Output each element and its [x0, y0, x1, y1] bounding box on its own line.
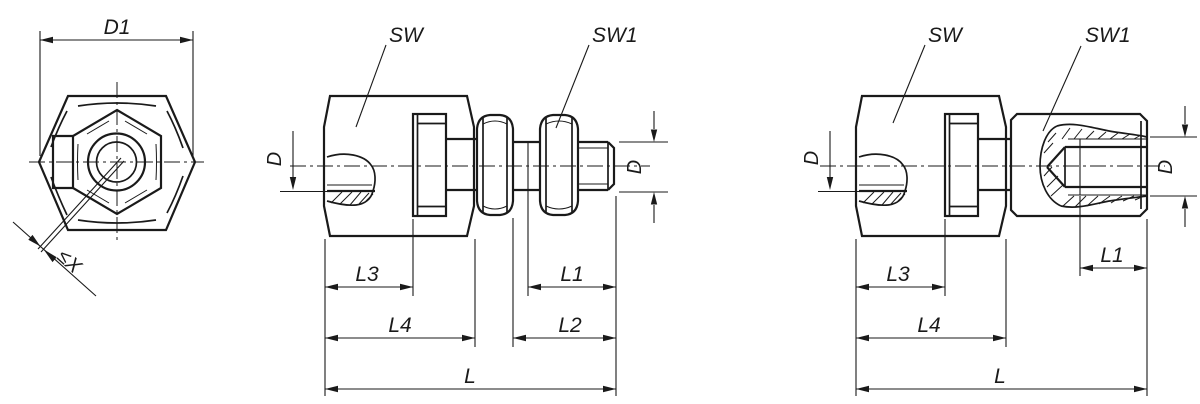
arrowhead — [180, 36, 193, 44]
slot-edge — [51, 134, 73, 190]
neck — [978, 137, 1010, 192]
dim-l4-label: L4 — [388, 314, 411, 337]
leader-sw: SW — [355, 24, 425, 128]
dim-l-label: L — [994, 365, 1006, 388]
arrowhead — [650, 129, 658, 142]
hatching — [1043, 132, 1064, 197]
dim-d-left-label: D — [801, 151, 823, 165]
drill-cone — [1046, 146, 1066, 188]
arrowhead — [43, 249, 57, 263]
hatching — [330, 191, 374, 206]
dim-l-label: L — [464, 365, 476, 388]
thread-neck — [513, 140, 540, 192]
wrench-size-sw1-label: SW1 — [1085, 24, 1131, 47]
dim-l3-label: L3 — [886, 263, 910, 286]
thread-major-lines — [1068, 138, 1147, 196]
hex-nut-1 — [475, 113, 515, 217]
length-dimensions: L3 L4 L1 L2 L — [324, 143, 617, 396]
length-dimensions: L3 L4 L1 L — [855, 196, 1148, 396]
arrowhead — [650, 192, 658, 205]
thread-major-circle — [86, 132, 147, 192]
dim-d-right-label: D — [624, 160, 646, 174]
leader-sw: SW — [892, 24, 964, 124]
threaded-stud — [578, 140, 616, 192]
dim-d-left-label: D — [264, 152, 286, 166]
body-outline — [322, 94, 476, 238]
outer-hexagon — [37, 94, 197, 232]
arrowhead — [1181, 124, 1189, 137]
dim-l2-label: L2 — [558, 314, 582, 337]
flange-disc — [411, 112, 448, 218]
dim-l1-label: L1 — [1100, 244, 1123, 267]
wrench-size-sw-label: SW — [928, 24, 964, 47]
thread-minor-circle — [95, 141, 138, 183]
arrowhead — [40, 36, 53, 44]
dimension-d1: D1 — [39, 16, 194, 156]
dimension-d-left: D — [801, 131, 859, 193]
axis-offset-callout: ≤X — [12, 157, 125, 297]
body-breakout-section — [326, 153, 376, 207]
dimension-d-left: D — [264, 131, 327, 193]
dimension-d-right: D — [1150, 106, 1197, 227]
body-breakout-section — [858, 153, 908, 207]
dim-l1-label: L1 — [560, 263, 583, 286]
arrowhead — [289, 177, 297, 190]
dim-l3-label: L3 — [355, 263, 379, 286]
hatching — [862, 191, 906, 206]
flange-disc — [943, 112, 980, 218]
dim-d-right-label: D — [1155, 160, 1177, 174]
wrench-size-sw-label: SW — [389, 24, 425, 47]
leader-sw1: SW1 — [555, 24, 638, 129]
hex-nut-sw1 — [538, 113, 580, 217]
leader-sw1: SW1 — [1042, 24, 1131, 132]
hatching — [1061, 127, 1142, 140]
neck — [446, 137, 477, 192]
end-view: D1 ≤X — [12, 16, 204, 297]
wrench-size-sw1-label: SW1 — [592, 24, 638, 47]
dimension-d-right: D — [619, 111, 668, 223]
dim-l4-label: L4 — [917, 314, 940, 337]
arrowhead — [826, 177, 834, 190]
side-view-stud: D D SW SW1 L3 L4 — [264, 24, 668, 396]
arrowhead — [1181, 196, 1189, 209]
side-view-sleeve: D D SW SW1 L3 L4 — [801, 24, 1197, 396]
thread-minor-lines — [578, 147, 608, 185]
arrowhead — [28, 234, 41, 247]
dim-d1-label: D1 — [104, 16, 131, 39]
threaded-sleeve — [1009, 112, 1149, 218]
axis-offset-label: ≤X — [53, 245, 86, 278]
body-outline — [854, 94, 1008, 238]
